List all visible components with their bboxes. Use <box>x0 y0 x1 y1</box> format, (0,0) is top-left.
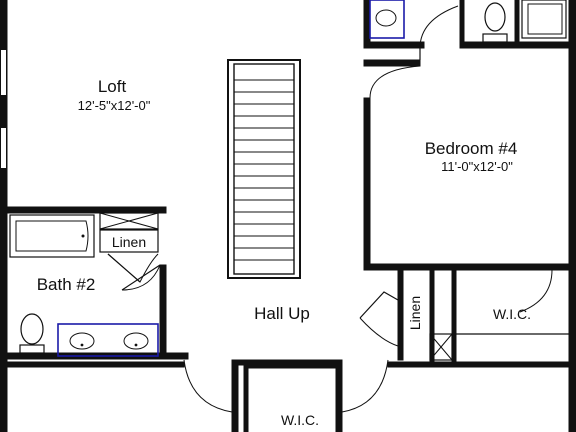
double-vanity <box>57 323 159 357</box>
wic-storage-box <box>429 333 453 361</box>
bath2-fixtures <box>9 212 161 357</box>
bedroom-top-wall-stub <box>363 59 421 67</box>
upper-bath-divider <box>459 0 465 49</box>
bath2-top-wall <box>5 206 167 214</box>
stair-inner <box>233 63 295 275</box>
lower-left-wall <box>5 361 185 368</box>
bedroom-bottom-wall <box>363 263 555 271</box>
bath2-toilet-tank <box>19 344 45 354</box>
sink-left-icon <box>69 332 95 350</box>
bathtub-basin <box>15 220 89 252</box>
bedroom4-dimensions: 11'-0"x12'-0" <box>441 159 513 174</box>
hall-label: Hall Up <box>254 304 310 323</box>
loft-dimensions: 12'-5"x12'-0" <box>78 98 151 113</box>
wic-inner-left <box>243 363 249 432</box>
wic-door-swing <box>519 269 553 313</box>
upper-toilet-tank <box>482 33 508 43</box>
window-left-upper <box>1 50 6 95</box>
stair-treads <box>234 79 294 261</box>
bedroom4-label: Bedroom #4 <box>425 139 518 158</box>
hall-linen-right-wall <box>429 269 435 363</box>
shower-wall <box>514 0 520 45</box>
left-exterior-wall <box>0 0 8 432</box>
upper-bath-left-wall <box>363 0 371 49</box>
bedroom-door-swing <box>369 65 421 99</box>
wic-bedroom-label: W.I.C. <box>493 306 531 322</box>
room-labels: Loft 12'-5"x12'-0" Bedroom #4 11'-0"x12'… <box>37 77 531 428</box>
lower-left-door-swing <box>183 359 233 413</box>
bath2-toilet-icon <box>20 313 44 345</box>
bathtub <box>9 214 95 258</box>
upper-bath-fixtures <box>369 0 567 99</box>
hall-linen-wall <box>397 269 404 361</box>
bath2-label: Bath #2 <box>37 275 96 294</box>
upper-toilet-icon <box>484 2 506 32</box>
stair-outline <box>227 59 301 279</box>
upper-vanity <box>369 0 405 39</box>
wic-inner-top <box>243 363 337 369</box>
sink-right-icon <box>123 332 149 350</box>
upper-bath-door-swing <box>419 5 459 49</box>
staircase <box>227 59 301 279</box>
storage-box-upper <box>99 212 159 230</box>
shower <box>521 0 567 39</box>
lower-right-wall <box>387 361 571 368</box>
bedroom-left-wall <box>363 97 371 269</box>
bath2-right-wall <box>159 264 167 359</box>
upper-bath-bottom-wall <box>363 41 425 49</box>
wic-right-wall <box>335 359 343 432</box>
hall-details <box>183 269 569 413</box>
bath-linen-label: Linen <box>112 234 146 250</box>
wic-left-wall <box>231 359 239 432</box>
bath2-door-swing <box>107 253 159 283</box>
bedroom-bottom-right <box>551 263 571 271</box>
wic-bedroom-left-wall <box>451 269 457 363</box>
upper-sink-icon <box>375 9 397 27</box>
tub-drain-icon <box>81 234 85 238</box>
hall-linen-label: Linen <box>407 296 423 330</box>
hall-linen-door <box>359 291 399 319</box>
window-left-middle <box>1 128 6 168</box>
lower-right-door-swing <box>341 359 389 413</box>
wic-bottom-label: W.I.C. <box>281 412 319 428</box>
bath-linen-closet <box>99 229 159 253</box>
right-exterior-wall <box>568 0 576 432</box>
loft-label: Loft <box>98 77 127 96</box>
